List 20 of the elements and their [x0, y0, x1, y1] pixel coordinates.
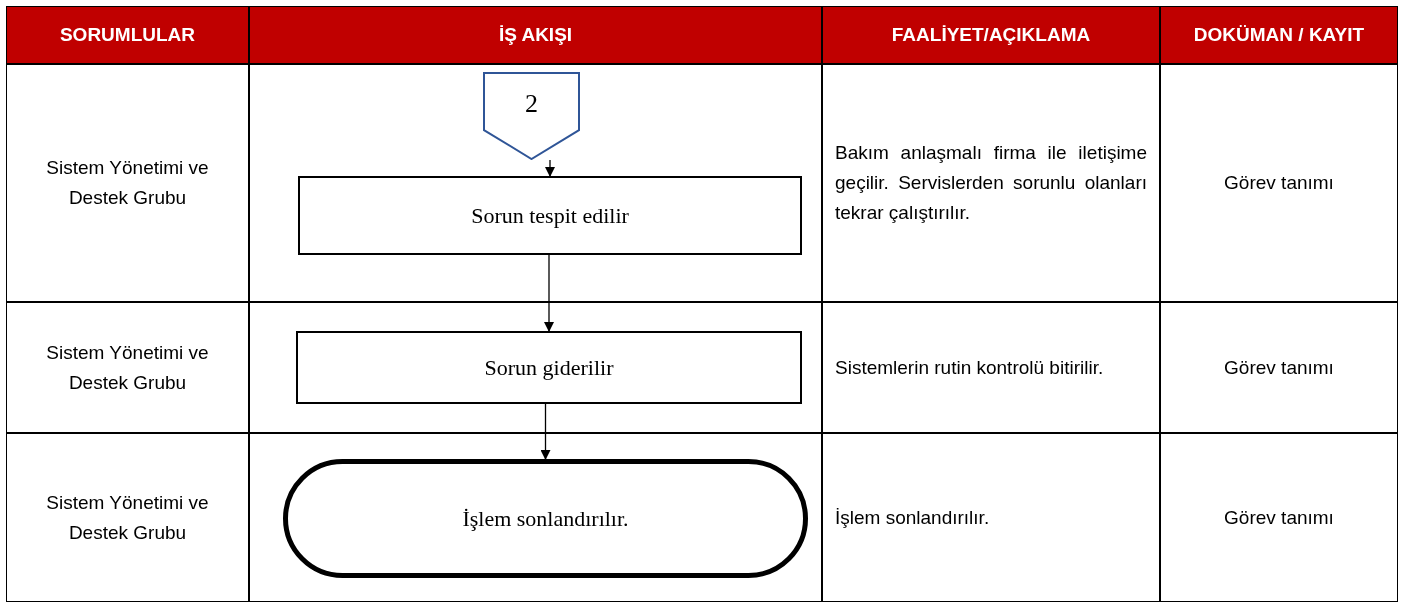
node-label: Sorun tespit edilir: [471, 202, 629, 230]
table-cell-text: Sistem Yönetimi ve Destek Grubu: [45, 340, 210, 395]
table-cell-text: Sistem Yönetimi ve Destek Grubu: [45, 490, 210, 545]
table-cell-text: İşlem sonlandırılır.: [834, 505, 991, 530]
column-header: SORUMLULAR: [6, 6, 249, 64]
column-header: DOKÜMAN / KAYIT: [1160, 6, 1398, 64]
arrow: [540, 403, 551, 460]
table-cell-text: Görev tanımı: [1223, 171, 1335, 195]
node-label: Sorun giderilir: [484, 354, 614, 382]
column-header: FAALİYET/AÇIKLAMA: [822, 6, 1160, 64]
node-label: İşlem sonlandırılır.: [462, 505, 629, 533]
table-cell-text: Görev tanımı: [1223, 355, 1335, 380]
arrow: [544, 254, 554, 332]
table-cell-text: Görev tanımı: [1223, 505, 1335, 530]
column-header: İŞ AKIŞI: [249, 6, 822, 64]
arrow: [545, 159, 555, 177]
table-cell-text: Sistem Yönetimi ve Destek Grubu: [45, 156, 210, 210]
table-cell-text: Sistemlerin rutin kontrolü bitirilir.: [834, 355, 1105, 380]
node-label: 2: [525, 88, 538, 120]
table-cell-text: Bakım anlaşmalı firma ile iletişime geçilir. Servislerden sorunlu olanları tekrar çalıştırılır.: [834, 141, 1148, 225]
